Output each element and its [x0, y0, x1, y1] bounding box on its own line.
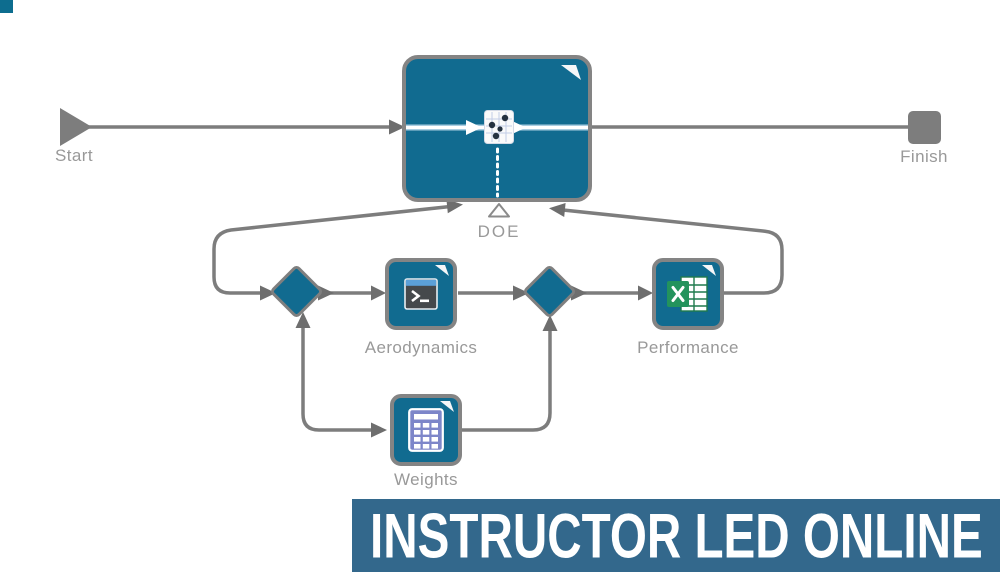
arrowhead-into-weights	[371, 422, 387, 438]
arrowhead-into-doe-left	[389, 119, 405, 135]
aerodynamics-label: Aerodynamics	[364, 338, 478, 357]
arrowhead-into-junction1	[260, 285, 276, 301]
arrowhead-up-into-junction1	[295, 312, 311, 328]
arrowhead-loop-into-doe-bl	[446, 199, 463, 214]
start-label: Start	[55, 146, 93, 165]
arrowhead-into-junction2	[513, 285, 529, 301]
arrowhead-into-performance	[638, 285, 653, 301]
connector-loop-right	[555, 207, 784, 295]
start-node[interactable]	[60, 108, 92, 146]
course-banner: INSTRUCTOR LED ONLINE	[352, 499, 1000, 572]
weights-node[interactable]	[390, 394, 462, 466]
connector-weights-to-junction2	[462, 319, 552, 432]
aerodynamics-node[interactable]	[385, 258, 457, 330]
banner-text: INSTRUCTOR LED ONLINE	[369, 499, 983, 571]
doe-driver-internals	[406, 110, 588, 198]
folded-corner-icon	[435, 265, 449, 276]
arrowhead-loop-into-doe-br	[549, 203, 566, 217]
finish-label: Finish	[900, 147, 948, 166]
folded-corner-icon	[561, 65, 581, 80]
doe-scatter-plot-icon	[484, 110, 514, 144]
flow-arrow-icon	[466, 120, 482, 135]
doe-label: DOE	[477, 222, 521, 241]
weights-label: Weights	[394, 470, 458, 489]
connector-junction1-to-weights	[301, 316, 374, 432]
terminal-prompt-icon	[404, 278, 438, 310]
doe-collapse-marker-icon[interactable]	[488, 203, 510, 218]
folded-corner-icon	[440, 401, 454, 412]
excel-spreadsheet-icon	[667, 276, 708, 312]
performance-label: Performance	[637, 338, 739, 357]
arrowhead-up-into-junction2	[542, 315, 558, 331]
performance-node[interactable]	[652, 258, 724, 330]
doe-driver-node[interactable]	[402, 55, 592, 202]
arrowhead-into-aerodynamics	[371, 285, 386, 301]
connector-loop-left	[212, 204, 456, 295]
calculator-grid-icon	[408, 408, 444, 452]
folded-corner-icon	[702, 265, 716, 276]
corner-artifact	[0, 0, 13, 13]
finish-node[interactable]	[908, 111, 941, 144]
